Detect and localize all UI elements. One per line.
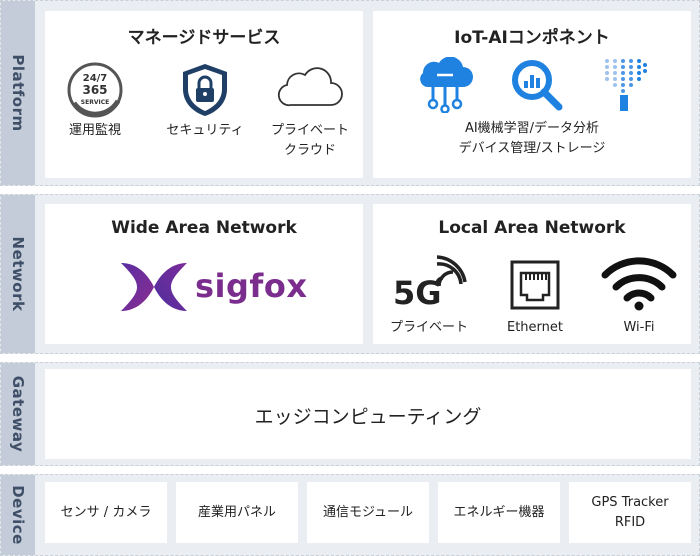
- device-row-label: Device: [1, 475, 35, 555]
- wifi-label: Wi-Fi: [623, 320, 655, 335]
- sigfox-wordmark: sigfox: [195, 267, 308, 305]
- device-energy: エネルギー機器: [438, 482, 560, 543]
- device-row: Device センサ / カメラ 産業用パネル 通信モジュール エネルギー機器 …: [0, 474, 700, 556]
- network-row-label: Network: [1, 195, 35, 353]
- wan-title: Wide Area Network: [111, 218, 297, 238]
- svg-text:24/7: 24/7: [83, 73, 108, 84]
- cloud-iot-icon: [420, 57, 473, 113]
- device-industrial-panel: 産業用パネル: [176, 482, 298, 543]
- device-sensor-camera: センサ / カメラ: [45, 482, 167, 543]
- gateway-row-label: Gateway: [1, 363, 35, 465]
- private-cloud-label: プライベート クラウド: [270, 123, 349, 158]
- analytics-search-icon: [512, 60, 563, 111]
- wan-panel: Wide Area Network sigfox: [45, 204, 363, 344]
- lan-panel: Local Area Network 5G プライベート Ethernet: [373, 204, 691, 344]
- ethernet-port-icon: [510, 260, 560, 310]
- edge-computing-text: エッジコンピューティング: [254, 406, 482, 428]
- service-247-icon: 24/7 365 SERVICE: [67, 62, 123, 118]
- device-rfid-label: RFID: [614, 514, 646, 530]
- platform-row: Platform マネージドサービス 24/7 365 SERVICE 運用監視: [0, 0, 700, 186]
- shield-lock-icon: [183, 64, 227, 116]
- device-gps-rfid: GPS Tracker RFID: [569, 482, 691, 543]
- svg-text:SERVICE: SERVICE: [81, 99, 109, 106]
- gateway-row: Gateway エッジコンピューティング: [0, 362, 700, 466]
- iot-ai-caption: AI機械学習/データ分析 デバイス管理/ストレージ: [458, 121, 606, 156]
- edge-computing-panel: エッジコンピューティング: [45, 369, 691, 459]
- platform-row-label: Platform: [1, 1, 35, 185]
- managed-services-title: マネージドサービス: [127, 28, 281, 48]
- security-item: [165, 61, 245, 119]
- device-gps-label: GPS Tracker: [591, 494, 669, 510]
- network-row: Network Wide Area Network sigfox Local A…: [0, 194, 700, 354]
- private-cloud-item: [270, 63, 350, 111]
- wifi-icon: [601, 257, 677, 311]
- fiveg-signal-icon: [435, 255, 467, 287]
- monitoring-label: 運用監視: [68, 123, 121, 138]
- monitoring-item: 24/7 365 SERVICE: [55, 59, 135, 121]
- cloud-icon: [277, 67, 343, 107]
- managed-services-panel: マネージドサービス 24/7 365 SERVICE 運用監視 セキュリティ: [45, 11, 363, 178]
- security-label: セキュリティ: [166, 123, 244, 138]
- lan-title: Local Area Network: [438, 218, 626, 238]
- fiveg-text: 5G: [393, 274, 442, 312]
- iot-ai-panel: IoT-AIコンポネント: [373, 11, 691, 178]
- machine-learning-icon: [605, 59, 647, 111]
- svg-text:365: 365: [82, 83, 107, 97]
- iot-ai-title: IoT-AIコンポネント: [454, 28, 610, 48]
- ethernet-label: Ethernet: [507, 320, 563, 335]
- device-comm-module: 通信モジュール: [307, 482, 429, 543]
- sigfox-logo-icon: [121, 263, 187, 311]
- fiveg-label: プライベート: [389, 320, 468, 335]
